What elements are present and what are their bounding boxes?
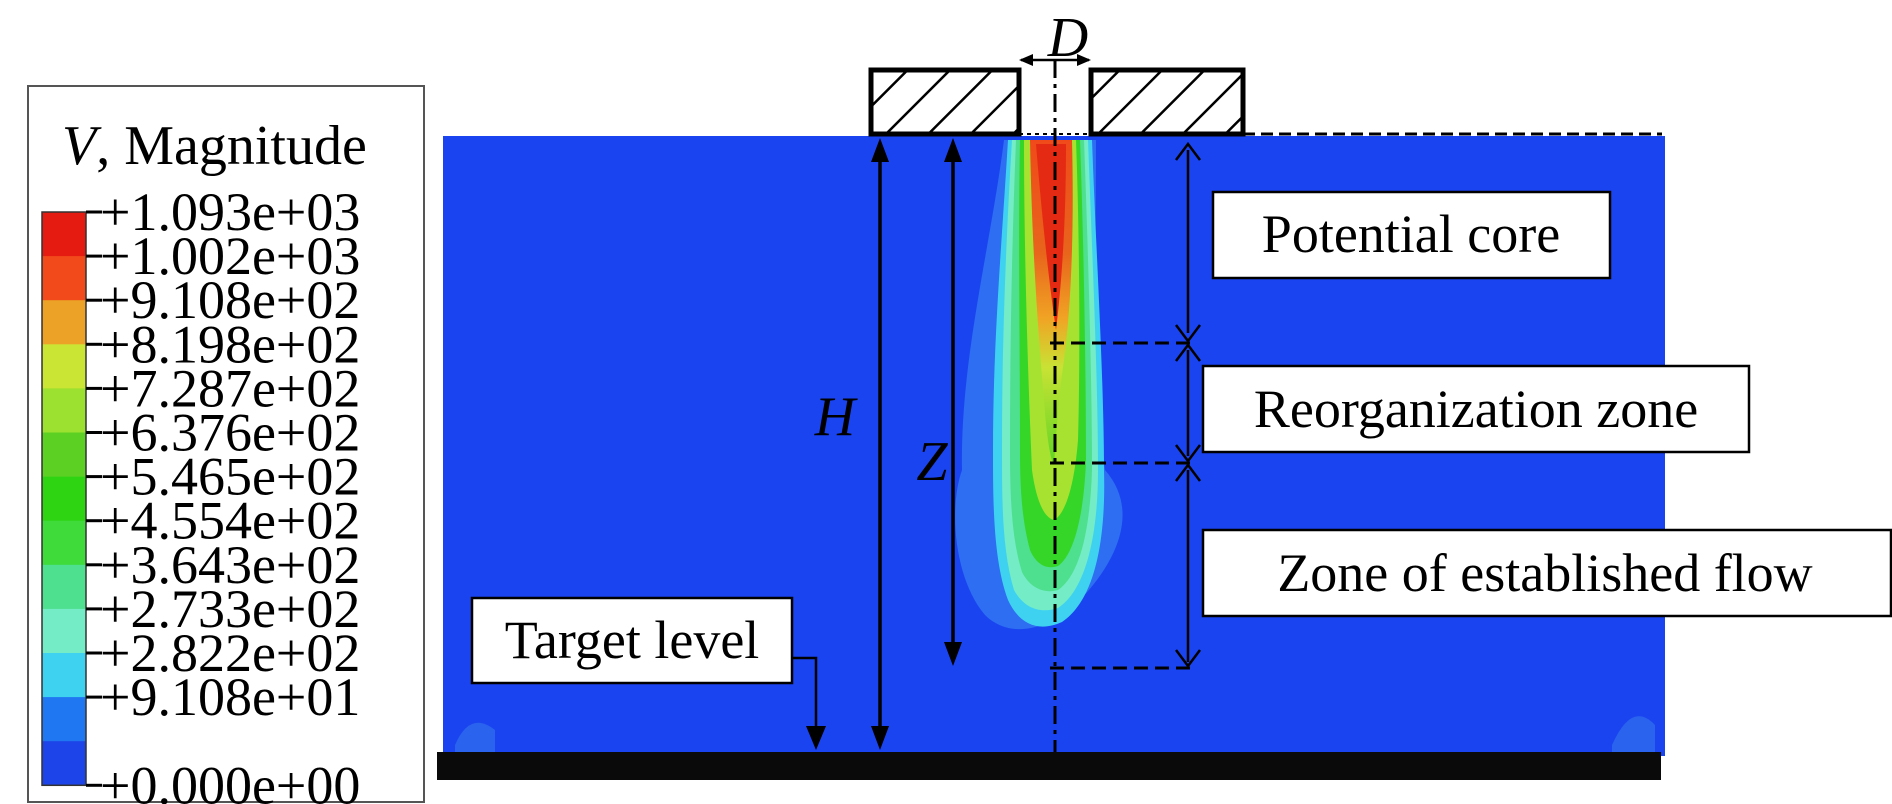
legend-label: +4.554e+02	[100, 491, 360, 551]
jet-contour-hot-core	[1036, 144, 1066, 330]
label-established-flow: Zone of established flow	[1201, 528, 1892, 618]
dimension-z: Z	[916, 138, 962, 666]
legend-swatch	[42, 520, 86, 566]
legend-label: +0.000e+00	[100, 755, 360, 804]
legend-frame	[27, 85, 425, 803]
reorganization-arrow-top	[1175, 342, 1201, 362]
dimension-d-label: D	[1047, 7, 1088, 69]
legend-swatch	[42, 212, 86, 257]
target-level-arrow-head	[806, 726, 826, 750]
dimension-h-arrow-top	[871, 138, 889, 162]
dimension-d-arrow-right	[1077, 54, 1091, 66]
legend-label: +3.643e+02	[100, 535, 360, 595]
dimension-h: H	[814, 138, 889, 750]
legend-label: +2.733e+02	[100, 579, 360, 639]
legend-swatch	[42, 608, 86, 654]
legend-colorbar-frame	[41, 211, 87, 787]
legend-title-variable: V	[62, 115, 102, 177]
potential-core-arrow-bottom	[1175, 324, 1201, 344]
legend-label: +2.822e+02	[100, 623, 360, 683]
left-corner-eddy	[455, 722, 495, 752]
reorganization-arrow-bottom	[1175, 444, 1201, 464]
legend-ticks	[86, 210, 102, 787]
established-flow-arrow-top	[1175, 462, 1201, 482]
legend-label: +6.376e+02	[100, 403, 360, 463]
legend-labels: +1.093e+03+1.002e+03+9.108e+02+8.198e+02…	[100, 182, 360, 804]
legend-swatch	[42, 256, 86, 301]
label-reorganization-zone-box	[1201, 364, 1751, 454]
label-target-level-text: Target level	[505, 610, 760, 670]
label-reorganization-zone: Reorganization zone	[1201, 364, 1751, 454]
dimension-z-label: Z	[916, 431, 948, 493]
legend-swatch	[42, 697, 86, 742]
label-established-flow-box	[1201, 528, 1892, 618]
label-potential-core: Potential core	[1211, 190, 1612, 280]
label-established-flow-text: Zone of established flow	[1277, 543, 1812, 603]
legend-label: +8.198e+02	[100, 314, 360, 374]
legend-title-suffix: , Magnitude	[96, 115, 367, 177]
zone-span-arrows	[1175, 141, 1201, 669]
legend-swatch	[42, 388, 86, 433]
legend-label: +1.093e+03	[100, 182, 360, 242]
dimension-h-arrow-bottom	[871, 726, 889, 750]
target-level-leader	[792, 656, 826, 750]
dimension-z-arrow-top	[944, 138, 962, 162]
dimension-h-label: H	[814, 386, 858, 448]
legend-swatch	[42, 432, 86, 478]
label-reorganization-zone-text: Reorganization zone	[1254, 379, 1698, 439]
legend-label: +9.108e+01	[100, 667, 360, 727]
label-target-level: Target level	[470, 596, 794, 685]
potential-core-arrow-top	[1175, 141, 1201, 161]
legend-label: +1.002e+03	[100, 226, 360, 286]
nozzle	[868, 67, 1662, 137]
nozzle-wall-left	[868, 67, 1022, 137]
legend-swatch	[42, 476, 86, 522]
target-level-leader-line	[792, 656, 818, 728]
legend-swatches	[41, 211, 87, 787]
label-target-level-box	[470, 596, 794, 685]
legend-label: +7.287e+02	[100, 358, 360, 418]
dimension-d: D	[1019, 7, 1091, 69]
target-plate	[437, 752, 1661, 780]
label-potential-core-box	[1211, 190, 1612, 280]
legend-swatch	[42, 344, 86, 389]
dimension-d-arrow-left	[1019, 54, 1033, 66]
legend-label: +9.108e+02	[100, 270, 360, 330]
label-potential-core-text: Potential core	[1262, 204, 1560, 264]
legend-swatch	[42, 564, 86, 610]
dimension-z-arrow-bottom	[944, 642, 962, 666]
legend-swatch	[42, 741, 86, 786]
legend-label: +5.465e+02	[100, 447, 360, 507]
legend-swatch	[42, 653, 86, 698]
legend-title: V, Magnitude	[62, 115, 367, 177]
right-corner-eddy	[1612, 716, 1655, 752]
legend: V, Magnitude +1.093e+03+1.002e+03+9.108e…	[27, 85, 425, 804]
nozzle-wall-right	[1088, 67, 1246, 137]
legend-swatch	[42, 300, 86, 345]
established-flow-arrow-bottom	[1175, 649, 1201, 669]
